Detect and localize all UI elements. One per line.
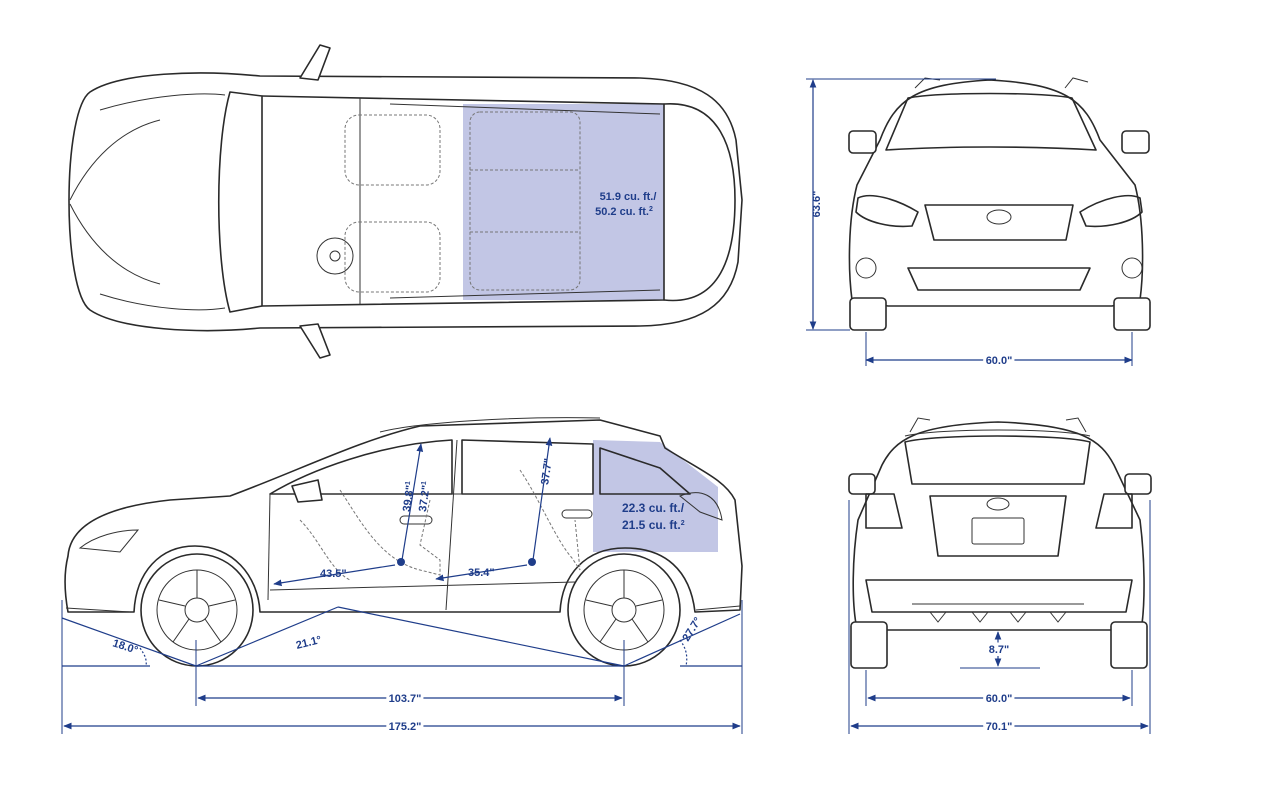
- side-headroom-front-alt-label: 37.2"1: [417, 481, 433, 513]
- side-legroom-rear-label: 35.4": [468, 567, 495, 579]
- side-window-rear: [461, 439, 594, 495]
- side-approach-angle-label: 18.0°: [111, 637, 139, 656]
- side-wheelbase-label: 103.7": [389, 693, 422, 705]
- front-track-label: 60.0": [986, 355, 1013, 367]
- side-length-label: 175.2": [389, 721, 422, 733]
- front-mirror-right: [1121, 130, 1150, 154]
- front-view: 63.6" 60.0": [806, 77, 1151, 370]
- top-mirror-upper: [299, 44, 331, 81]
- top-steering-wheel: [316, 237, 354, 275]
- front-fog-right: [1121, 257, 1143, 279]
- rear-bumper: [865, 579, 1133, 613]
- top-seat-front-right: [344, 221, 441, 293]
- rear-badge: [986, 497, 1010, 511]
- front-body-outline: [848, 79, 1144, 307]
- front-lower-intake: [907, 267, 1091, 291]
- top-cargo-volume-label: 51.9 cu. ft./: [600, 191, 657, 203]
- top-seat-front-left: [344, 114, 441, 186]
- top-cargo-volume-alt-label: 50.2 cu. ft.2: [595, 206, 653, 218]
- rear-ground-clearance-label: 8.7": [989, 644, 1010, 656]
- rear-mirror-left: [848, 473, 876, 495]
- rear-taillight-left: [865, 493, 903, 529]
- side-departure-angle-label: 27.7°: [680, 615, 704, 643]
- top-cargo-area: [463, 104, 664, 300]
- front-fog-left: [855, 257, 877, 279]
- rear-tire-left: [850, 621, 888, 669]
- side-legroom-rear-line: [435, 564, 528, 582]
- top-view: 51.9 cu. ft./ 50.2 cu. ft.2: [68, 44, 743, 359]
- rear-view: 8.7" 60.0" 70.1": [848, 417, 1152, 736]
- side-seat-rear: [519, 469, 581, 571]
- side-window-quarter: [599, 447, 691, 495]
- side-headroom-front-label: 39.8"1: [401, 481, 417, 513]
- side-window-front: [269, 439, 453, 495]
- front-badge: [986, 209, 1012, 225]
- front-mirror-left: [848, 130, 877, 154]
- side-mirror: [291, 479, 323, 503]
- rear-width-label: 70.1": [986, 721, 1013, 733]
- side-breakover-angle-label: 21.1°: [295, 634, 323, 652]
- rear-taillight-right: [1095, 493, 1133, 529]
- top-mirror-lower: [299, 323, 331, 359]
- top-seat-rear: [469, 111, 581, 291]
- side-cargo-area: [593, 440, 718, 552]
- side-body-outline: [64, 419, 743, 613]
- rear-mirror-right: [1124, 473, 1152, 495]
- rear-window: [904, 435, 1091, 485]
- rear-track-label: 60.0": [986, 693, 1013, 705]
- front-tire-right: [1113, 297, 1151, 331]
- front-headlight-left: [855, 194, 919, 228]
- side-headroom-front-line: [401, 443, 424, 561]
- side-cargo-volume-label: 22.3 cu. ft./: [622, 501, 685, 515]
- side-headroom-rear-line: [532, 437, 553, 561]
- front-headlight-right: [1079, 194, 1143, 228]
- side-headroom-rear-label: 37.7": [539, 458, 555, 486]
- front-tire-left: [849, 297, 887, 331]
- top-body-outline: [68, 72, 743, 332]
- front-height-label: 63.6": [811, 191, 823, 218]
- front-windshield: [885, 92, 1097, 151]
- side-legroom-front-label: 43.5": [320, 568, 347, 580]
- rear-hatch-panel: [929, 495, 1067, 557]
- top-hatch: [663, 103, 736, 302]
- top-windshield: [218, 91, 263, 313]
- side-legroom-front-line: [273, 564, 396, 587]
- rear-license-plate: [971, 517, 1025, 545]
- side-headlight: [78, 529, 140, 553]
- side-taillight: [679, 492, 723, 521]
- rear-body-outline: [852, 421, 1145, 631]
- top-cabin: [261, 95, 665, 307]
- side-view: 39.8"1 37.2"1 37.7" 43.5" 35.4" 22.3 cu.…: [61, 417, 743, 736]
- side-cargo-volume-alt-label: 21.5 cu. ft.2: [622, 518, 685, 532]
- front-grille: [924, 204, 1074, 241]
- rear-tire-right: [1110, 621, 1148, 669]
